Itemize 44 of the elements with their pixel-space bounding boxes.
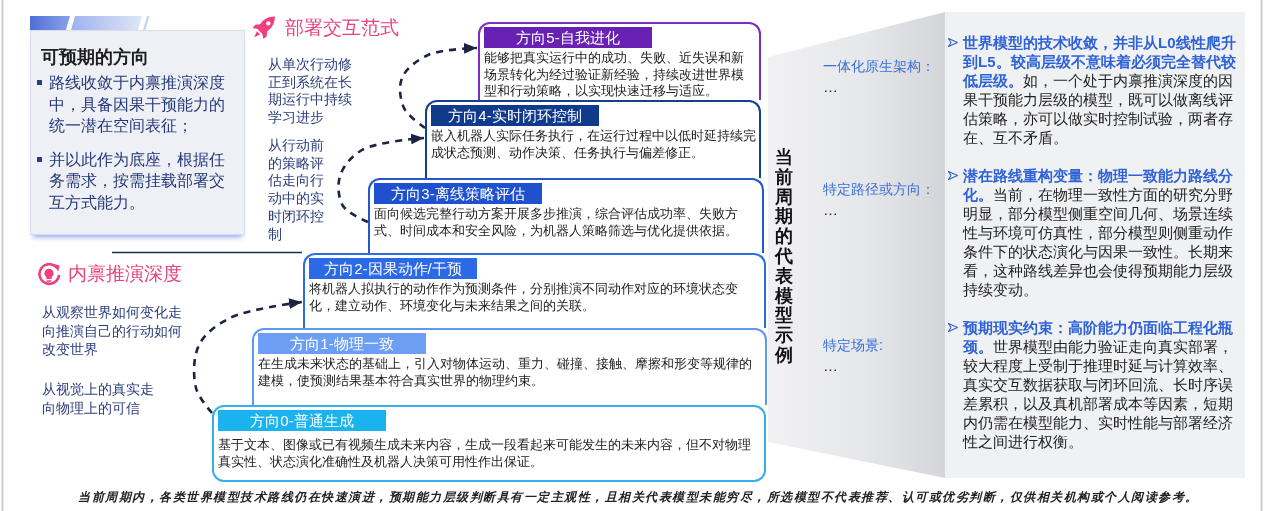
- level-card: [368, 178, 764, 253]
- level-description: 能够把真实运行中的成功、失败、近失误和新场景转化为经过验证新经验，持续改进世界模型和行动策略，以实现快速迁移与适应。: [483, 49, 745, 100]
- level-card: [252, 328, 767, 405]
- section-heading: 部署交互范式: [285, 16, 399, 40]
- list-item: …: [823, 200, 838, 219]
- level-card: [303, 253, 766, 328]
- panel-title: 可预期的方向: [41, 46, 150, 68]
- annotation-text: 从行动前的策略评估走向行动中的实时闭环控制: [268, 137, 325, 244]
- bullet-text: 并以此作为底座，根据任务需求，按需挂载部署交互方式能力。: [49, 149, 226, 213]
- paragraph-text: 潜在路线重构变量：物理一致能力路线分化。当前，在物理一致性方面的研究分野明显，部分模型侧重空间几何、场景连续性与环境可仿真性，部分模型则侧重动作条件下的状态演化与因果一致性。长期来看，这种路线差异也会使得预期能力层级持续变动。: [963, 166, 1234, 299]
- level-description: 嵌入机器人实际任务执行，在运行过程中以低时延持续完成状态预测、动作决策、任务执行与偏差修正。: [430, 127, 757, 161]
- vertical-title: 当前周期的代表模型示例: [775, 148, 793, 366]
- dashed-arrow: [192, 298, 303, 414]
- level-card: [478, 22, 761, 100]
- level-description: 将机器人拟执行的动作作为预测条件，分别推演不同动作对应的环境状态变化，建立动作、环境变化与未来结果之间的关联。: [308, 280, 739, 314]
- notes-panel: [945, 12, 1245, 478]
- dashed-arrow: [398, 43, 478, 130]
- level-heading: 方向4-实时闭环控制: [431, 105, 599, 126]
- bullet-text: 路线收敛于内禀推演深度中，具备因果干预能力的统一潜在空间表征；: [49, 73, 226, 136]
- dashed-arrow: [337, 133, 425, 224]
- level-card: [212, 405, 766, 482]
- model-list-panel: [768, 12, 945, 478]
- footnote: 当前周期内，各类世界模型技术路线仍在快速演进，预期能力层级判断具有一定主观性，且相关代表模型未能穷尽，所选模型不代表推荐、认可或优劣判断，仅供相关机构或个人阅读参考。: [78, 489, 1199, 505]
- list-item: …: [823, 77, 838, 96]
- level-heading: 方向0-普通生成: [218, 410, 386, 431]
- level-description: 面向候选完整行动方案开展多步推演，综合评估成功率、失败方式、时间成本和安全风险，为机器人策略筛选与优化提供依据。: [373, 205, 739, 239]
- paragraph-text: 预期现实约束：高阶能力仍面临工程化瓶颈。世界模型由能力验证走向真实部署，较大程度上受制于推理时延与计算效率、真实交互数据获取与闭环回流、长时序误差累积，以及真机部署成本等因素，短期内仍需在模型能力、实时性能与部署经济性之间进行权衡。: [963, 318, 1234, 451]
- info-panel: [30, 30, 245, 235]
- list-heading: 特定场景:: [823, 336, 883, 355]
- level-description: 在生成未来状态的基础上，引入对物体运动、重力、碰撞、接触、摩擦和形变等规律的建模，使预测结果基本符合真实世界的物理约束。: [257, 355, 753, 389]
- level-heading: 方向5-自我进化: [484, 27, 652, 48]
- level-card: [425, 100, 761, 178]
- section-heading: 内禀推演深度: [68, 262, 182, 286]
- level-heading: 方向3-离线策略评估: [374, 183, 542, 204]
- paragraph-text: 世界模型的技术收敛，并非从L0线性爬升到L5。较高层级不意味着必须完全替代较低层级。如，一个处于内禀推演深度的因果干预能力层级的模型，既可以做离线评估策略，亦可以做实时控制试验，两者存在、互不矛盾。: [963, 33, 1237, 147]
- level-heading: 方向2-因果动作/干预: [309, 258, 477, 279]
- list-heading: 一体化原生架构：: [823, 57, 935, 76]
- list-item: …: [823, 356, 838, 375]
- annotation-text: 从视觉上的真实走向物理上的可信: [42, 380, 155, 417]
- annotation-text: 从观察世界如何变化走向推演自己的行动如何改变世界: [42, 303, 183, 359]
- level-heading: 方向1-物理一致: [258, 333, 426, 354]
- annotation-text: 从单次行动修正到系统在长期运行中持续学习进步: [268, 56, 353, 127]
- level-description: 基于文本、图像或已有视频生成未来内容，生成一段看起来可能发生的未来内容，但不对物理真实性、状态演化准确性及机器人决策可用性作出保证。: [217, 436, 752, 470]
- list-heading: 特定路径或方向：: [823, 180, 935, 199]
